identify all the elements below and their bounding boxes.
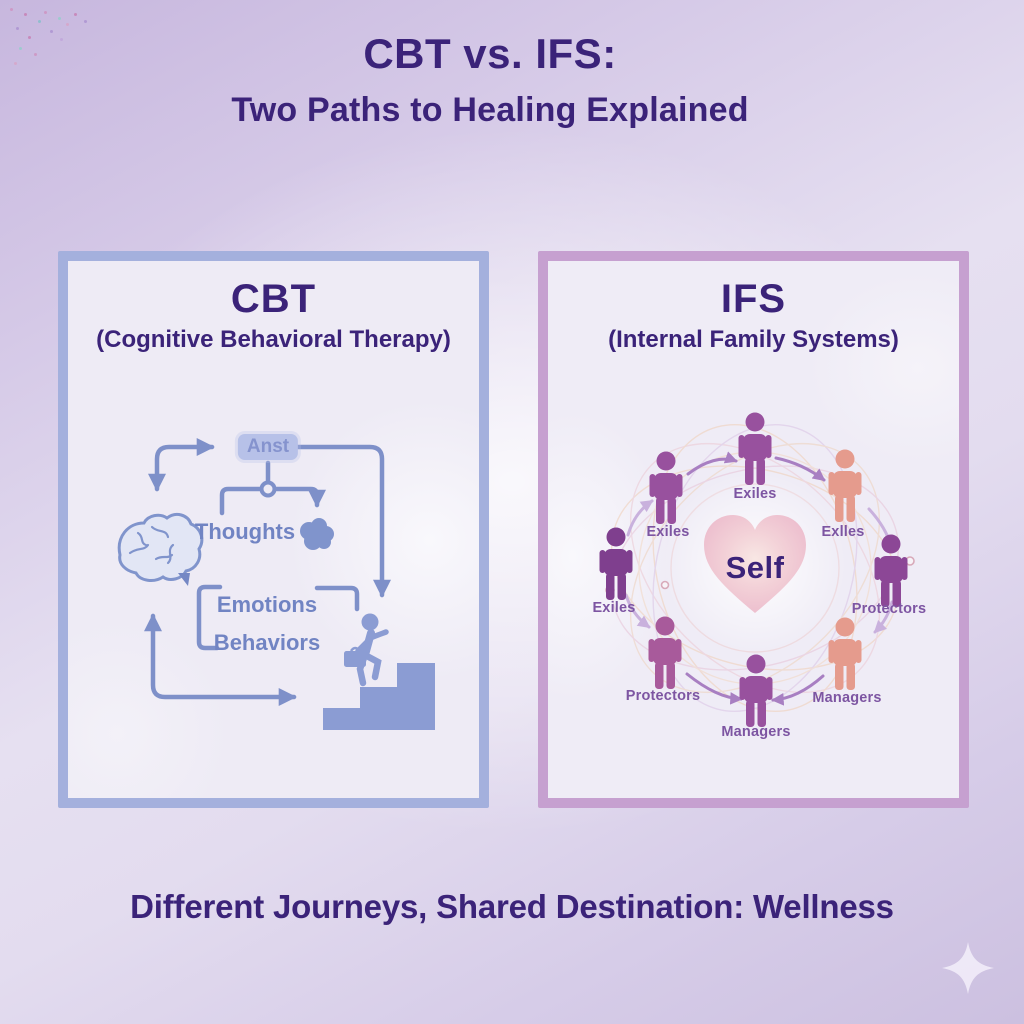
cbt-flowchart-svg <box>117 438 435 730</box>
figure-label-right: Protectors <box>851 601 927 617</box>
arrow-left-to-lowerleft <box>624 593 651 629</box>
flow-arrows <box>144 438 391 706</box>
arrow-upperleft-to-top <box>686 451 738 476</box>
ifs-diagram-svg <box>599 412 915 727</box>
mini-brain-icon <box>300 518 334 550</box>
corner-speckles-decoration <box>10 8 13 11</box>
branch-right-arrow <box>269 486 326 508</box>
loop-arrow-bottom-left <box>144 613 297 706</box>
person-climbing-stairs-icon <box>344 613 389 687</box>
branch-left-line <box>219 486 267 516</box>
cbt-panel-header: CBT (Cognitive Behavioral Therapy) <box>68 261 479 354</box>
loop-arrow-top-left <box>148 438 215 492</box>
figure-right-protectors <box>874 534 908 607</box>
heart-icon <box>704 515 806 613</box>
figure-arrows <box>624 451 896 706</box>
arrow-top-to-upperright <box>774 456 826 482</box>
arrow-right-to-lowerright <box>873 600 894 634</box>
arrow-left-to-upperleft <box>626 499 654 537</box>
figure-label-lowerleft: Protectors <box>625 688 701 704</box>
figure-label-upperleft: Exiles <box>646 524 690 540</box>
sparkle-icon <box>942 942 994 994</box>
figure-label-bottom: Managers <box>721 724 791 740</box>
arrow-lowerleft-to-bottom <box>685 672 743 705</box>
cbt-panel-subtitle: (Cognitive Behavioral Therapy) <box>96 326 451 353</box>
main-title: CBT vs. IFS: <box>363 30 617 77</box>
emotions-right-bracket <box>314 585 360 612</box>
header: CBT vs. IFS: Two Paths to Healing Explai… <box>0 30 980 130</box>
thoughts-label: Thoughts <box>194 519 296 544</box>
figure-left-exiles <box>599 527 633 600</box>
arrow-to-stairs <box>295 444 391 598</box>
figure-label-upperright: Exlles <box>821 524 865 540</box>
arrow-lowerright-to-bottom <box>771 674 825 706</box>
emotions-label: Emotions <box>216 592 318 617</box>
ifs-panel-subtitle: (Internal Family Systems) <box>608 326 899 353</box>
figure-label-top: Exiles <box>733 486 777 502</box>
brain-icon <box>117 512 204 586</box>
figure-label-left: Exiles <box>592 600 636 616</box>
ifs-panel: IFS (Internal Family Systems) <box>538 251 969 808</box>
cbt-panel: CBT (Cognitive Behavioral Therapy) <box>58 251 489 808</box>
junction-node <box>259 480 277 498</box>
footer-tagline: Different Journeys, Shared Destination: … <box>130 888 894 925</box>
main-subtitle: Two Paths to Healing Explained <box>231 91 749 129</box>
trigger-box: Anst <box>237 434 299 460</box>
figure-label-lowerright: Managers <box>812 690 882 706</box>
staircase-icon <box>323 663 435 730</box>
ifs-panel-header: IFS (Internal Family Systems) <box>548 261 959 354</box>
behaviors-label: Behaviors <box>213 630 321 655</box>
ifs-panel-title: IFS <box>720 277 787 321</box>
self-label: Self <box>725 550 785 585</box>
cbt-panel-title: CBT <box>230 277 317 321</box>
